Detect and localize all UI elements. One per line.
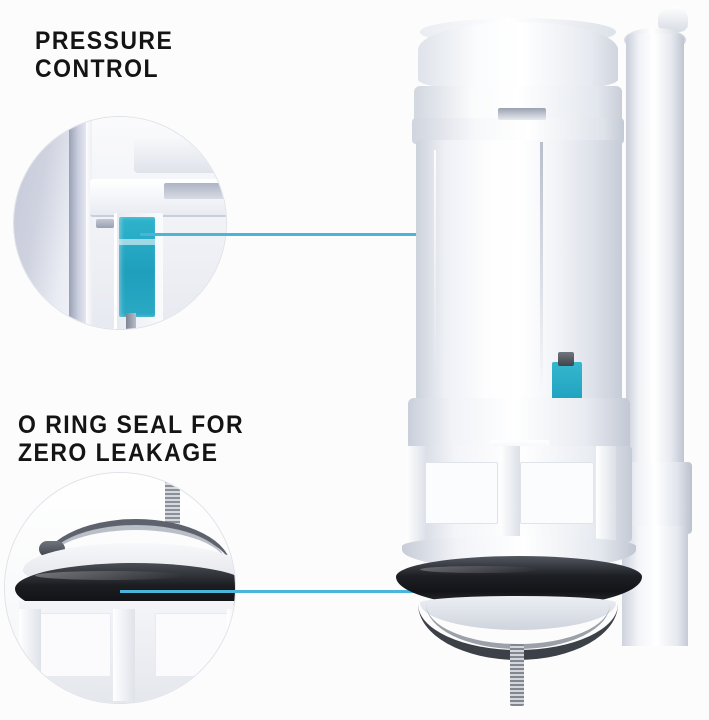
cage-pillar [500, 446, 520, 542]
pressure-control-slider-magnified [119, 217, 155, 317]
cage-window [155, 613, 235, 677]
slider-stem [126, 313, 136, 329]
valve-collar-lower [412, 118, 624, 144]
threaded-bolt [510, 644, 524, 706]
magnified-o-ring-art [5, 473, 235, 703]
metal-bracket-magnified [41, 519, 231, 568]
valve-body-edge [540, 142, 543, 392]
cage-pillar [19, 609, 41, 701]
o-ring-highlight [35, 571, 185, 580]
pressure-slider-cap [558, 352, 574, 366]
overflow-tube-knob [658, 6, 688, 32]
cage-window [424, 462, 498, 524]
valve-body [416, 140, 622, 440]
valve-post [69, 117, 89, 329]
flush-valve-assembly [390, 0, 709, 720]
cage-window [520, 462, 594, 524]
cage-window [31, 613, 111, 677]
slider-notch [119, 239, 155, 245]
valve-post-highlight [86, 117, 94, 329]
valve-upper-shelf [134, 139, 226, 173]
cage-pillar [406, 446, 426, 542]
valve-notch [164, 183, 226, 199]
cage-pillar [227, 609, 235, 701]
valve-slot [498, 108, 546, 120]
metal-bracket-highlight [45, 525, 227, 566]
valve-body-seam [434, 150, 436, 380]
magnifier-o-ring-seal [4, 472, 236, 704]
magnifier-pressure-control [13, 116, 227, 330]
o-ring-seal-highlight [420, 566, 540, 573]
threaded-bolt-magnified [165, 481, 180, 531]
cage-pillar [113, 609, 135, 701]
leader-line-oring-horizontal [120, 590, 420, 593]
cage-pillar [596, 446, 616, 542]
magnified-pressure-control-art [14, 117, 226, 329]
callout-title-pressure-control: PRESSURE CONTROL [35, 27, 174, 83]
slider-tab [96, 219, 114, 228]
overflow-tube [626, 34, 684, 470]
valve-cap [418, 22, 618, 92]
leader-line-pressure-horizontal [140, 233, 583, 236]
callout-title-o-ring-seal: O RING SEAL FOR ZERO LEAKAGE [18, 411, 245, 467]
